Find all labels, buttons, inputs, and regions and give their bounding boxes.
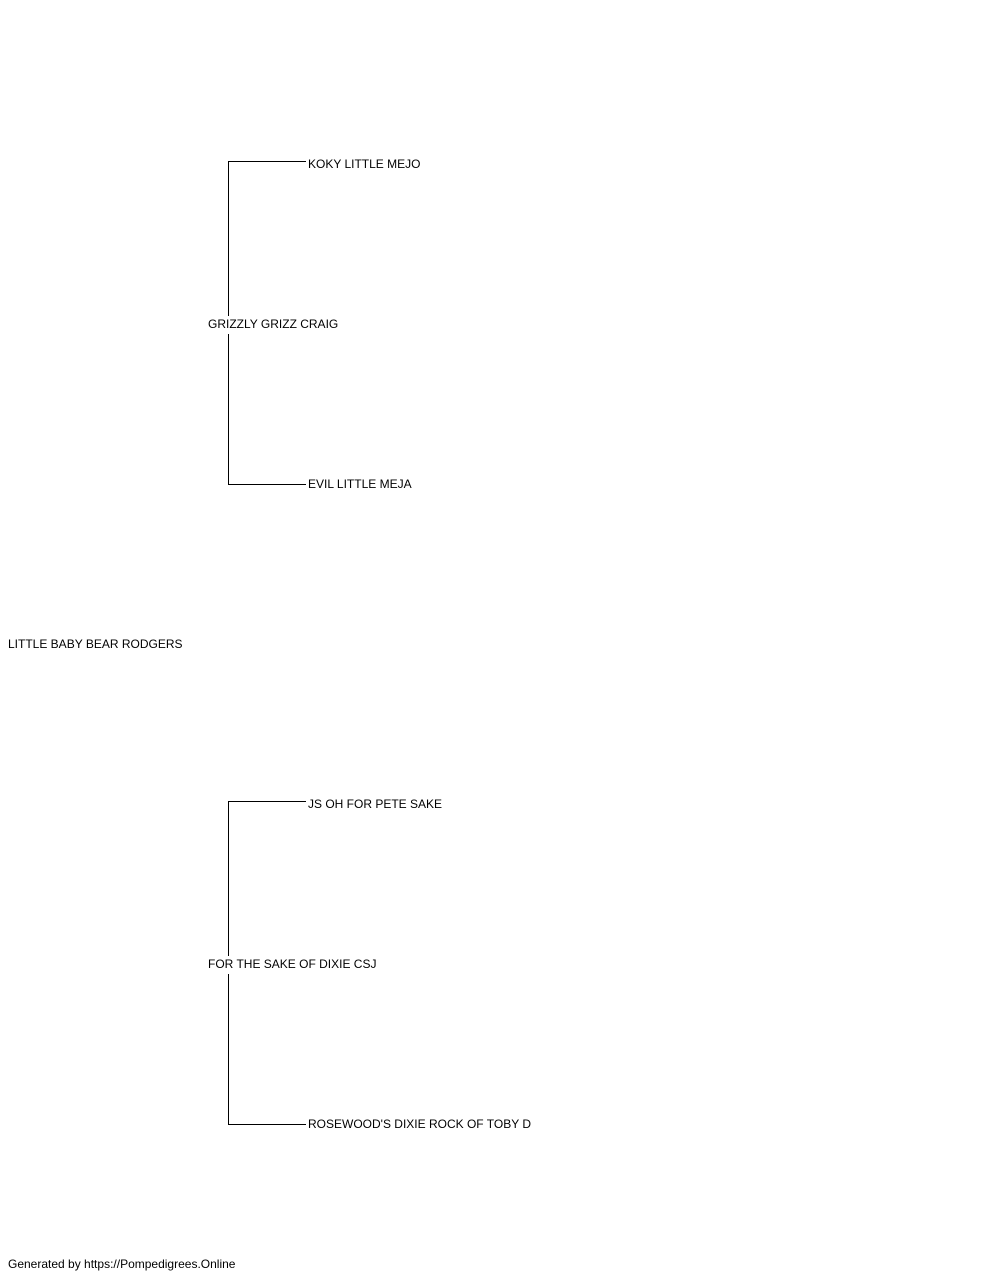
dam-sire-connector <box>228 801 306 802</box>
dam-dam-connector <box>228 1124 306 1125</box>
generated-by-footer: Generated by https://Pompedigrees.Online <box>8 1257 236 1271</box>
dam-sire-name: JS OH FOR PETE SAKE <box>308 797 443 811</box>
dam-dam-name: ROSEWOOD'S DIXIE ROCK OF TOBY D <box>308 1117 531 1131</box>
dam-name: FOR THE SAKE OF DIXIE CSJ <box>208 957 377 971</box>
sire-dam-connector <box>228 484 306 485</box>
sire-sire-connector <box>228 161 306 162</box>
subject-name: LITTLE BABY BEAR RODGERS <box>8 637 183 651</box>
sire-connector-upper <box>228 162 229 316</box>
dam-connector-lower <box>228 974 229 1125</box>
sire-dam-name: EVIL LITTLE MEJA <box>308 477 412 491</box>
dam-connector-upper <box>228 802 229 956</box>
sire-connector-lower <box>228 334 229 485</box>
sire-name: GRIZZLY GRIZZ CRAIG <box>208 317 339 331</box>
sire-sire-name: KOKY LITTLE MEJO <box>308 157 421 171</box>
